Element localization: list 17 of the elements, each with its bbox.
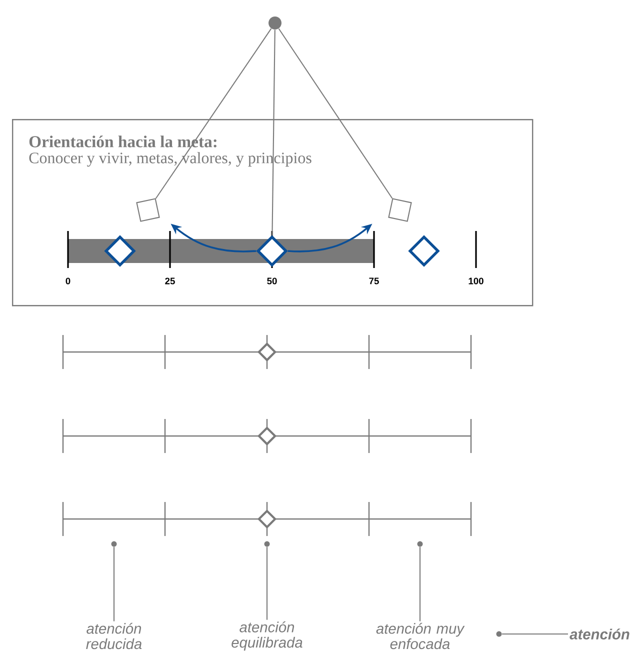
tick-label: 25 xyxy=(165,278,175,284)
pivot-dot xyxy=(268,16,282,30)
caption-label: atención muy enfocada xyxy=(376,622,465,650)
leader-line xyxy=(419,547,421,622)
caption-label: atención equilibrada xyxy=(232,621,302,651)
pendulum-line xyxy=(272,30,276,236)
tick-label: 0 xyxy=(66,278,70,284)
leader-line xyxy=(502,633,568,635)
leader-line xyxy=(113,547,115,622)
tick-label: 75 xyxy=(369,278,379,284)
tick-label: 50 xyxy=(267,278,277,284)
leader-line xyxy=(266,547,268,620)
pendulum-line xyxy=(278,28,393,199)
caption-label: atención reducida xyxy=(86,622,142,650)
legend-label: atención xyxy=(570,628,630,640)
tick-label: 100 xyxy=(468,278,484,284)
pendulum-line xyxy=(155,28,272,199)
